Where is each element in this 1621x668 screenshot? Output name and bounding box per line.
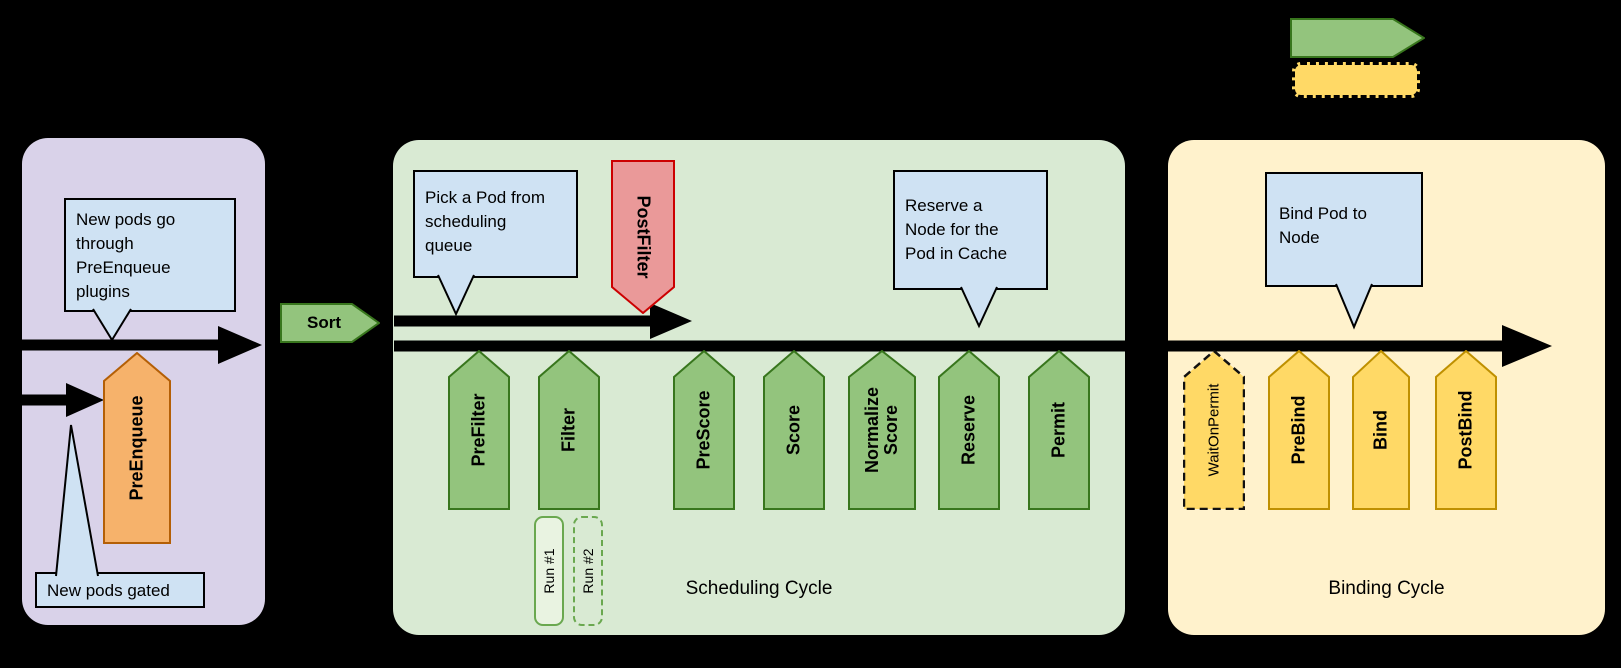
callout-tail xyxy=(92,308,132,342)
callout-tail xyxy=(55,424,99,577)
extension-point-reserve: Reserve xyxy=(938,350,1000,510)
extension-point-filter: Filter xyxy=(538,350,600,510)
callout-tail xyxy=(437,274,475,317)
filter-run-1: Run #1 xyxy=(534,516,564,626)
extension-point-prescore: PreScore xyxy=(673,350,735,510)
postbind-label: PostBind xyxy=(1455,390,1476,470)
sort-extension-point: Sort xyxy=(280,303,380,343)
extension-point-postfilter: PostFilter xyxy=(611,160,675,314)
filter-run-2: Run #2 xyxy=(573,516,603,626)
extension-point-prebind: PreBind xyxy=(1268,350,1330,510)
legend-optional-dashed-box-icon xyxy=(1292,62,1420,98)
permit-label: Permit xyxy=(1048,401,1069,459)
extension-point-preenqueue: PreEnqueue xyxy=(103,352,171,544)
score-label: Score xyxy=(783,404,804,456)
bind-label: Bind xyxy=(1370,410,1391,450)
extension-point-bind: Bind xyxy=(1352,350,1410,510)
callout-new-pods-gated: New pods gated xyxy=(35,424,205,608)
sort-arrow-shape xyxy=(280,303,380,343)
postfilter-label: PostFilter xyxy=(633,195,654,279)
extension-point-postbind: PostBind xyxy=(1435,350,1497,510)
extension-point-normalize-score: Normalize Score xyxy=(848,350,916,510)
callout-text: Pick a Pod from scheduling queue xyxy=(425,188,545,256)
prefilter-label: PreFilter xyxy=(468,393,489,467)
extension-point-score: Score xyxy=(763,350,825,510)
callout-text: Bind Pod to Node xyxy=(1279,204,1367,248)
prescore-label: PreScore xyxy=(693,390,714,470)
callout-tail xyxy=(1335,283,1373,330)
extension-point-prefilter: PreFilter xyxy=(448,350,510,510)
callout-text: New pods gated xyxy=(47,581,170,600)
callout-tail xyxy=(960,286,998,329)
reserve-label: Reserve xyxy=(958,394,979,466)
scheduling-cycle-title: Scheduling Cycle xyxy=(685,578,833,599)
callout-pick-pod: Pick a Pod from scheduling queue xyxy=(413,170,578,317)
binding-cycle-title: Binding Cycle xyxy=(1328,578,1445,599)
prebind-label: PreBind xyxy=(1288,395,1309,465)
legend-extension-point-arrow-icon xyxy=(1290,18,1425,58)
filter-label: Filter xyxy=(558,407,579,453)
callout-bind-pod: Bind Pod to Node xyxy=(1265,172,1423,330)
callout-reserve-node: Reserve a Node for the Pod in Cache xyxy=(893,170,1048,329)
normalize-score-label: Normalize Score xyxy=(862,386,901,474)
preenqueue-label: PreEnqueue xyxy=(126,395,147,501)
extension-point-waitonpermit: WaitOnPermit xyxy=(1183,350,1245,510)
waitonpermit-label: WaitOnPermit xyxy=(1205,383,1223,477)
sort-label: Sort xyxy=(307,313,341,332)
callout-text: Reserve a Node for the Pod in Cache xyxy=(905,196,1008,264)
callout-new-pods-preenqueue: New pods go through PreEnqueue plugins xyxy=(64,198,236,342)
callout-text: New pods go through PreEnqueue plugins xyxy=(76,210,176,302)
extension-point-permit: Permit xyxy=(1028,350,1090,510)
